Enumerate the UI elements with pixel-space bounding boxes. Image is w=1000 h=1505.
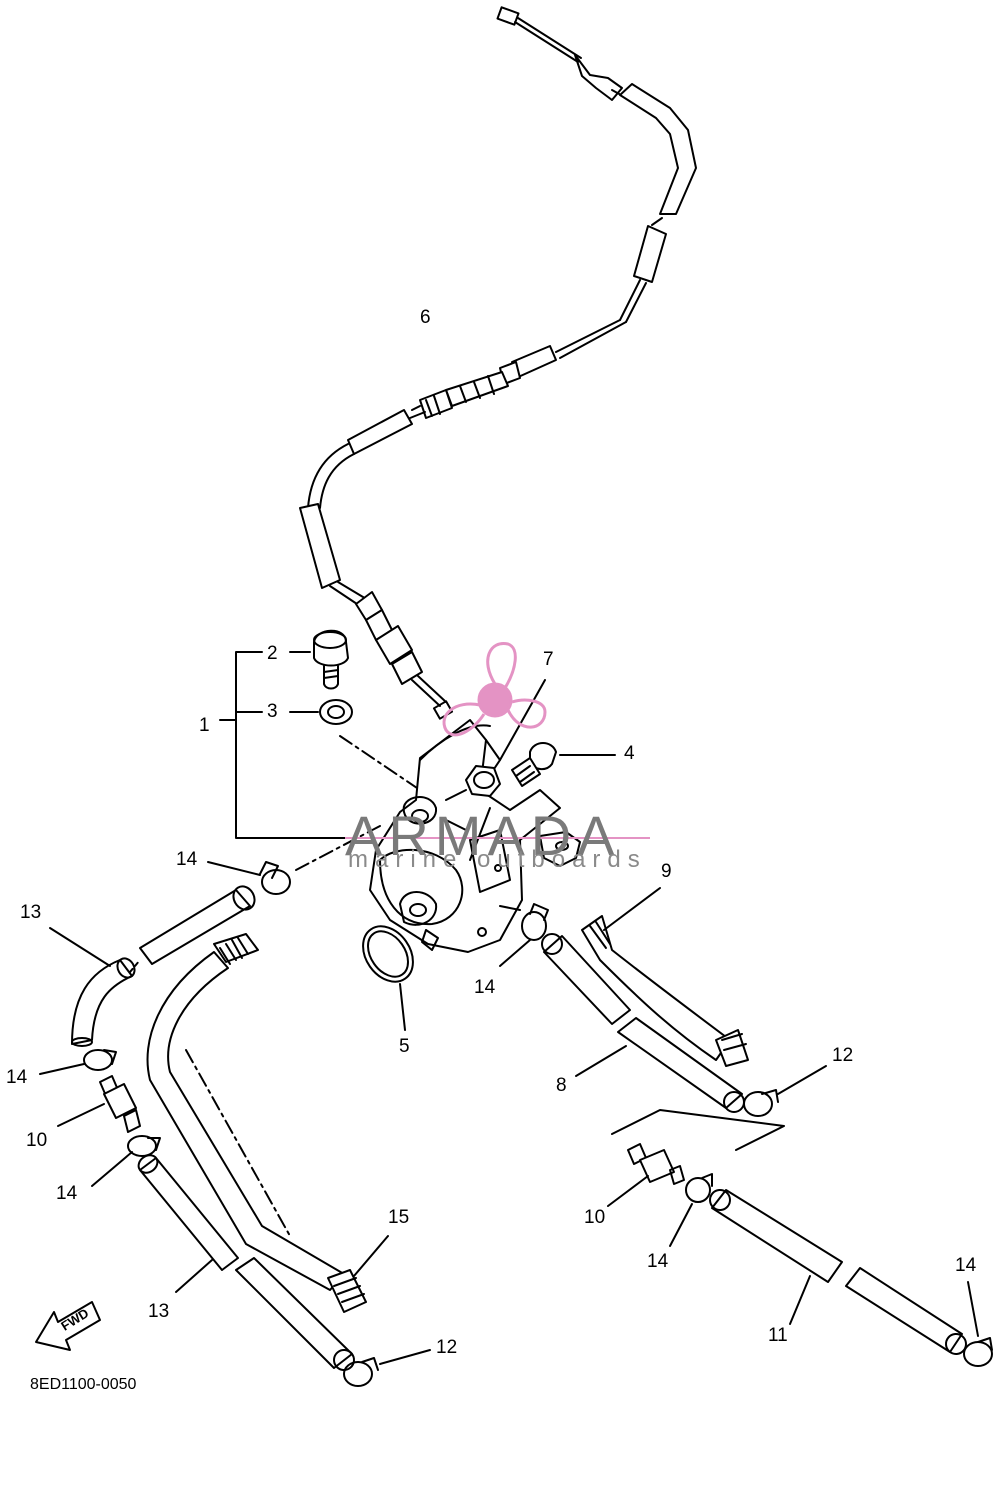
callout-1: 1 — [199, 715, 210, 736]
oil-hose-upper-left — [139, 885, 256, 965]
hose-clamp-14-right-end — [963, 1337, 993, 1367]
hose-clamp-12-left — [343, 1357, 379, 1387]
callout-6: 6 — [420, 307, 431, 328]
watermark-subtitle: marine outboards — [348, 846, 647, 873]
hose-clamp-14-right-mid — [685, 1173, 713, 1203]
armada-logo-icon — [442, 642, 547, 737]
callout-14-left-upper: 14 — [6, 1067, 28, 1088]
oil-pump-cable — [299, 6, 697, 720]
callout-15: 15 — [388, 1207, 410, 1228]
callout-12-right: 12 — [832, 1045, 854, 1066]
oil-hose-13-elbow — [71, 957, 136, 1047]
callout-bracket-1 — [235, 651, 391, 839]
callout-14-top: 14 — [176, 849, 198, 870]
washer-3 — [319, 699, 353, 725]
diagram-code: 8ED1100-0050 — [30, 1376, 137, 1393]
one-way-valve-10-left — [99, 1075, 141, 1133]
callout-10-left: 10 — [26, 1130, 48, 1151]
callout-7: 7 — [543, 649, 554, 670]
hose-clamp-14-center — [521, 903, 549, 941]
hose-clamp-14-left-lower — [127, 1135, 161, 1157]
callout-4: 4 — [624, 743, 635, 764]
callout-13-lower: 13 — [148, 1301, 170, 1322]
oil-hose-9 — [581, 915, 749, 1067]
oil-hose-15 — [146, 933, 367, 1313]
callout-9: 9 — [661, 861, 672, 882]
callout-3: 3 — [267, 701, 278, 722]
oil-hose-8 — [541, 933, 745, 1113]
o-ring-5 — [362, 925, 414, 983]
oil-hose-lower-extension — [235, 1257, 355, 1371]
one-way-valve-10-right — [627, 1143, 685, 1185]
fwd-arrow-icon — [35, 1301, 101, 1351]
bolt-4 — [511, 742, 557, 787]
oil-hose-13-lower — [137, 1154, 239, 1271]
callout-10-right: 10 — [584, 1207, 606, 1228]
alternate-parts-bracket — [611, 1109, 785, 1151]
callout-8: 8 — [556, 1075, 567, 1096]
watermark-title: ARMADA — [345, 804, 621, 867]
callout-5: 5 — [399, 1036, 410, 1057]
callout-14-left-lower: 14 — [56, 1183, 78, 1204]
callout-12-left: 12 — [436, 1337, 458, 1358]
callout-11: 11 — [768, 1325, 788, 1346]
oil-hose-11 — [709, 1189, 967, 1355]
hose-clamp-14-top — [259, 825, 381, 895]
callout-14-right-mid: 14 — [647, 1251, 669, 1272]
callout-14-right-end: 14 — [955, 1255, 977, 1276]
callout-14-center: 14 — [474, 977, 496, 998]
bolt-2 — [313, 629, 349, 690]
nut-7 — [465, 765, 501, 797]
hose-clamp-14-left-upper — [83, 1049, 117, 1071]
hose-clamp-12-right — [743, 1089, 779, 1117]
callout-2: 2 — [267, 643, 278, 664]
callout-13-upper: 13 — [20, 902, 42, 923]
